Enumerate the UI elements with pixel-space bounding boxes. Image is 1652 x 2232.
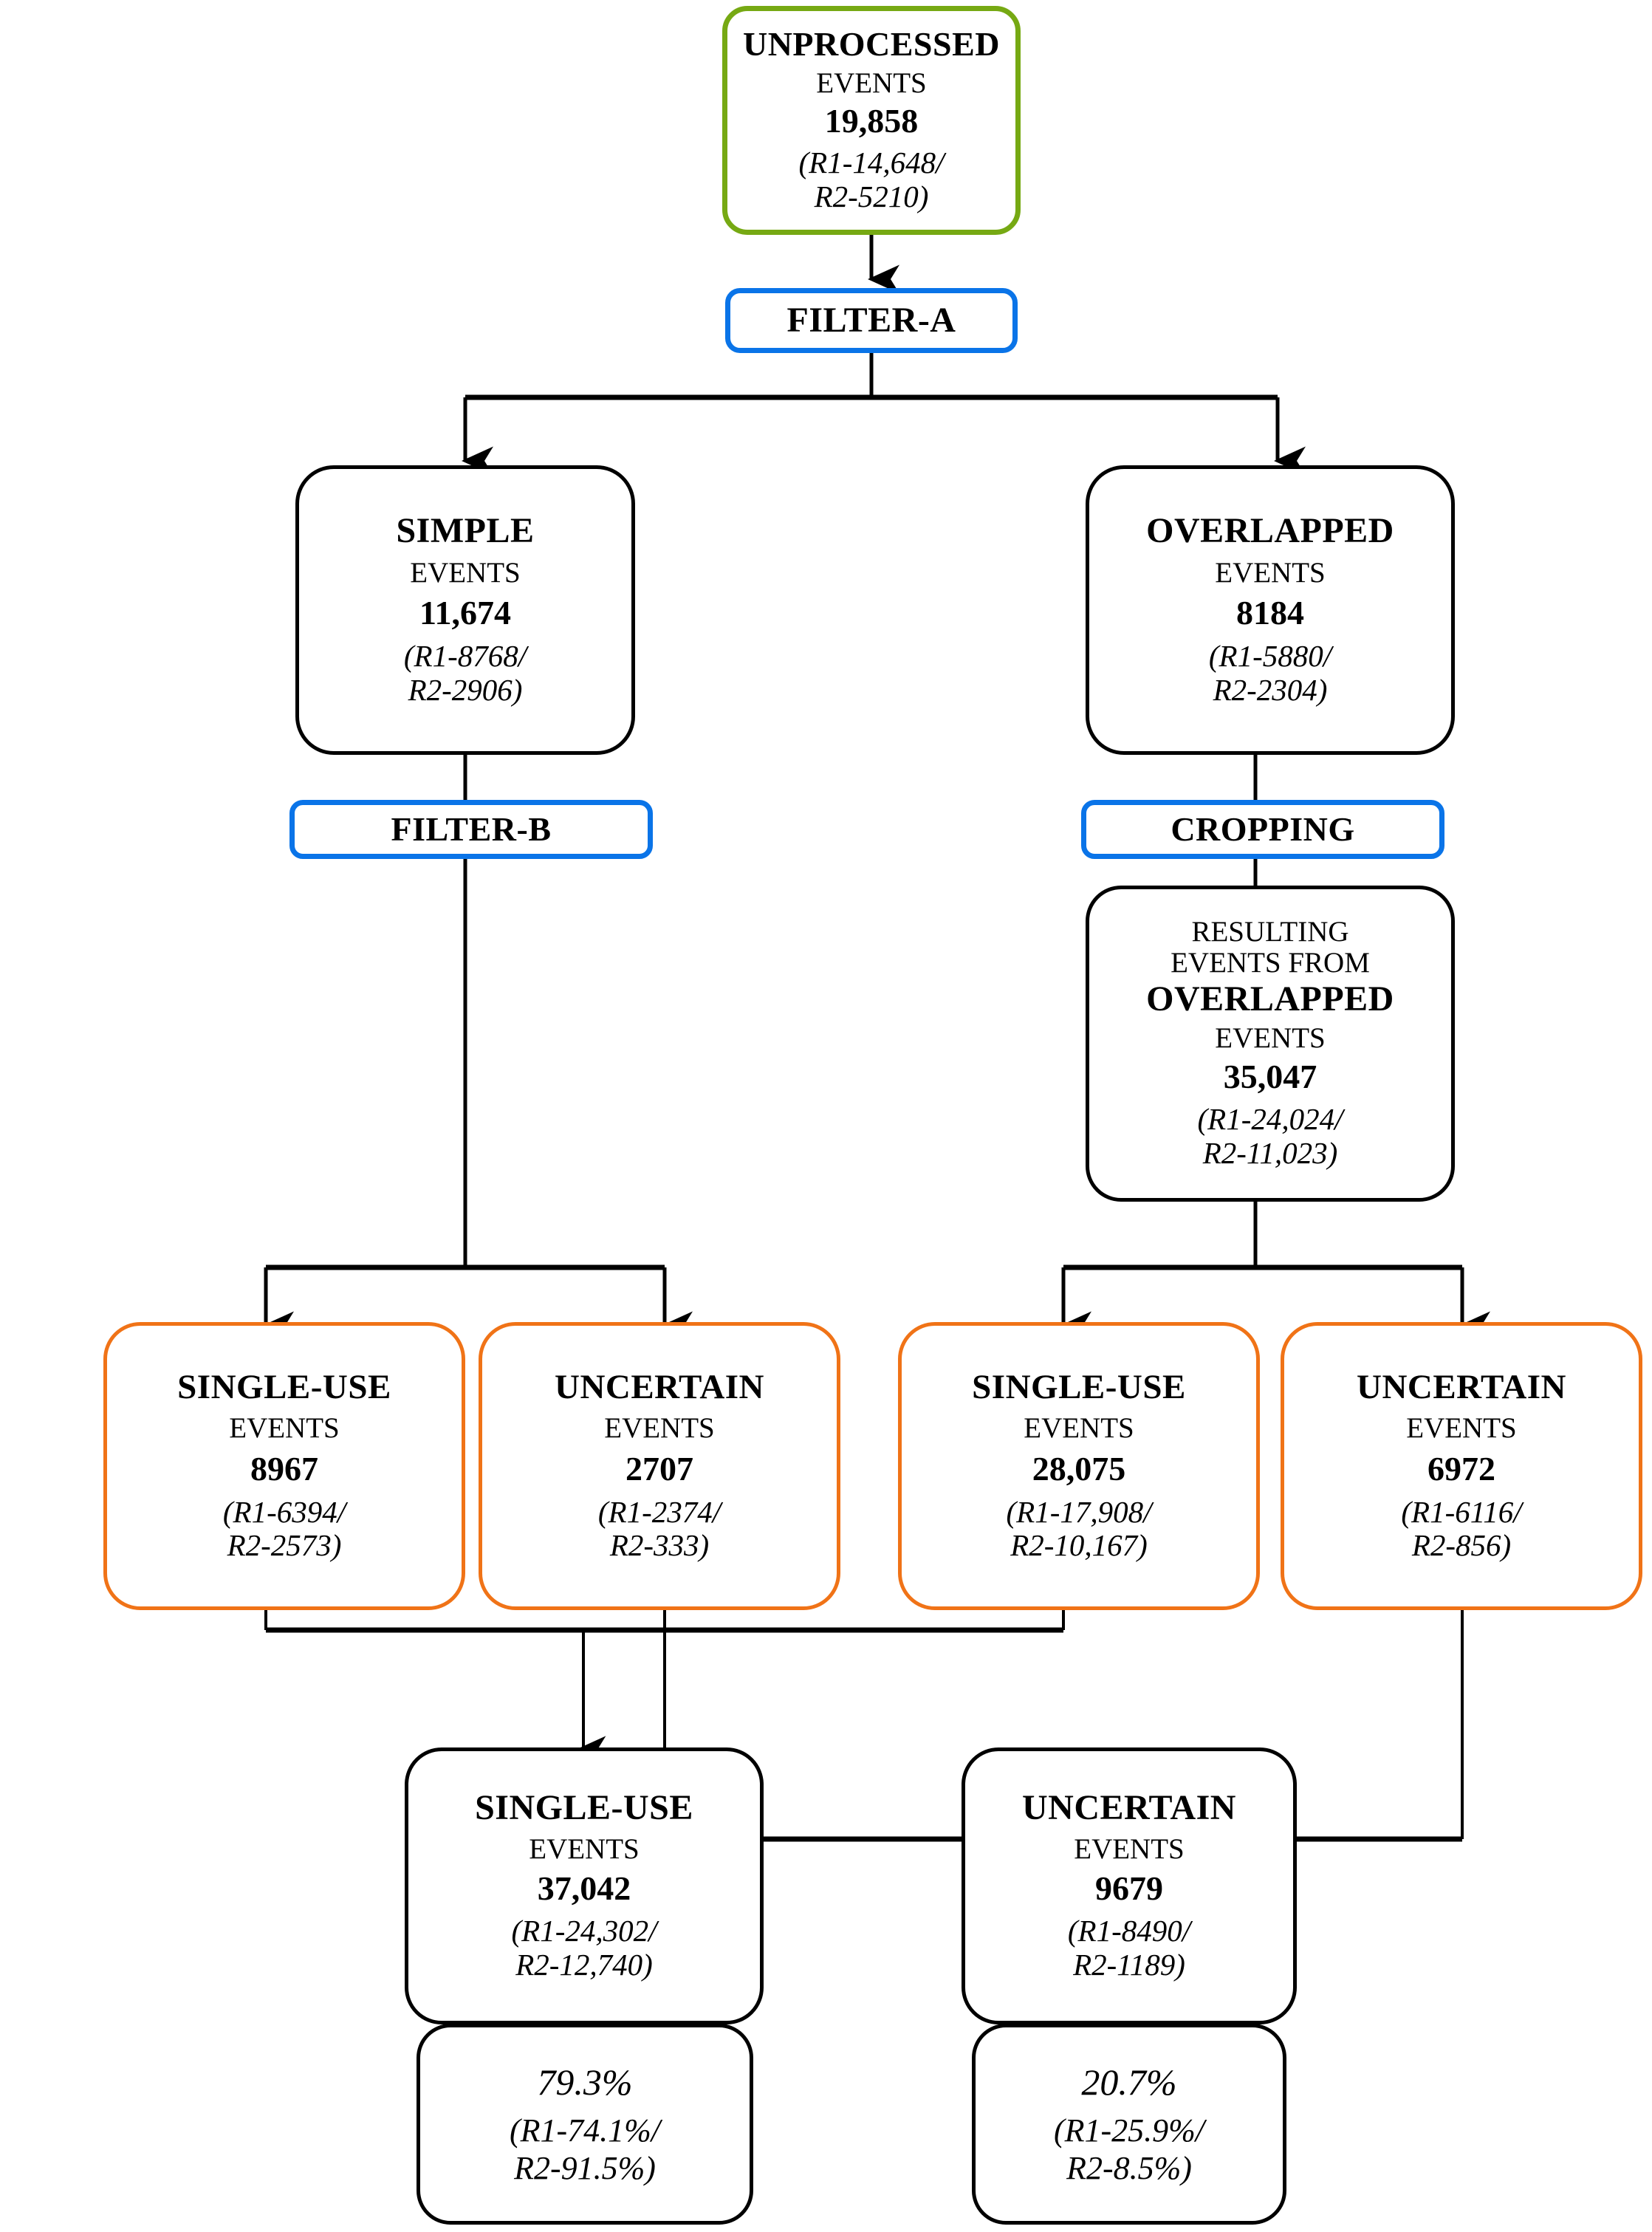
filter-b-label: FILTER-B — [391, 810, 552, 848]
total-single-use-breakdown-r2: R2-12,740) — [515, 1947, 653, 1982]
overlapped-title: OVERLAPPED — [1146, 511, 1394, 551]
unprocessed-count: 19,858 — [824, 102, 919, 140]
simple-uncertain-breakdown-r2: R2-333) — [609, 1528, 710, 1563]
pct-single-use-breakdown-r2: R2-91.5%) — [514, 2149, 656, 2186]
total-single-use-count: 37,042 — [537, 1869, 631, 1908]
resulting-line-2: EVENTS FROM — [1171, 946, 1370, 979]
cropped-uncertain-count: 6972 — [1427, 1449, 1495, 1488]
simple-uncertain-count: 2707 — [626, 1449, 693, 1488]
overlapped-subtitle: EVENTS — [1215, 556, 1326, 589]
overlapped-breakdown-r1: (R1-5880/ — [1208, 639, 1332, 674]
pct-single-use-breakdown-r1: (R1-74.1%/ — [509, 2112, 661, 2149]
pct-uncertain-value: 20.7% — [1081, 2061, 1177, 2103]
total-single-use-subtitle: EVENTS — [529, 1832, 640, 1865]
node-resulting-overlapped[interactable]: RESULTING EVENTS FROM OVERLAPPED EVENTS … — [1086, 886, 1455, 1202]
cropped-single-use-count: 28,075 — [1032, 1449, 1126, 1488]
pct-uncertain-breakdown-r2: R2-8.5%) — [1066, 2149, 1192, 2186]
simple-single-use-subtitle: EVENTS — [229, 1412, 340, 1445]
node-total-single-use[interactable]: SINGLE-USE EVENTS 37,042 (R1-24,302/ R2-… — [405, 1747, 764, 2024]
cropped-uncertain-breakdown-r1: (R1-6116/ — [1401, 1494, 1522, 1529]
total-uncertain-subtitle: EVENTS — [1074, 1832, 1185, 1865]
resulting-line-1: RESULTING — [1191, 916, 1349, 948]
node-simple[interactable]: SIMPLE EVENTS 11,674 (R1-8768/ R2-2906) — [295, 465, 635, 755]
cropped-single-use-title: SINGLE-USE — [972, 1367, 1186, 1406]
node-simple-single-use[interactable]: SINGLE-USE EVENTS 8967 (R1-6394/ R2-2573… — [103, 1322, 465, 1610]
total-uncertain-breakdown-r1: (R1-8490/ — [1067, 1914, 1191, 1948]
total-uncertain-breakdown-r2: R2-1189) — [1073, 1947, 1185, 1982]
simple-uncertain-subtitle: EVENTS — [604, 1412, 715, 1445]
simple-title: SIMPLE — [396, 511, 535, 551]
cropped-uncertain-title: UNCERTAIN — [1357, 1367, 1566, 1406]
process-filter-a[interactable]: FILTER-A — [725, 288, 1018, 353]
simple-breakdown-r1: (R1-8768/ — [403, 639, 527, 674]
cropped-single-use-breakdown-r2: R2-10,167) — [1010, 1528, 1148, 1563]
node-overlapped[interactable]: OVERLAPPED EVENTS 8184 (R1-5880/ R2-2304… — [1086, 465, 1455, 755]
pct-single-use-value: 79.3% — [537, 2061, 633, 2103]
cropped-uncertain-subtitle: EVENTS — [1406, 1412, 1517, 1445]
resulting-breakdown-r2: R2-11,023) — [1202, 1135, 1338, 1170]
node-cropped-uncertain[interactable]: UNCERTAIN EVENTS 6972 (R1-6116/ R2-856) — [1281, 1322, 1642, 1610]
cropped-single-use-breakdown-r1: (R1-17,908/ — [1006, 1494, 1152, 1529]
simple-subtitle: EVENTS — [410, 556, 521, 589]
cropped-single-use-subtitle: EVENTS — [1024, 1412, 1134, 1445]
resulting-title: OVERLAPPED — [1146, 979, 1394, 1019]
node-cropped-single-use[interactable]: SINGLE-USE EVENTS 28,075 (R1-17,908/ R2-… — [898, 1322, 1260, 1610]
filter-a-label: FILTER-A — [786, 301, 956, 340]
process-cropping[interactable]: CROPPING — [1081, 800, 1444, 859]
simple-uncertain-breakdown-r1: (R1-2374/ — [597, 1494, 722, 1529]
simple-uncertain-title: UNCERTAIN — [555, 1367, 764, 1406]
node-total-uncertain[interactable]: UNCERTAIN EVENTS 9679 (R1-8490/ R2-1189) — [962, 1747, 1297, 2024]
total-uncertain-count: 9679 — [1095, 1869, 1163, 1908]
simple-single-use-title: SINGLE-USE — [177, 1367, 391, 1406]
total-uncertain-title: UNCERTAIN — [1022, 1788, 1236, 1828]
cropping-label: CROPPING — [1171, 810, 1355, 848]
resulting-breakdown-r1: (R1-24,024/ — [1197, 1101, 1343, 1136]
node-pct-uncertain[interactable]: 20.7% (R1-25.9%/ R2-8.5%) — [972, 2024, 1286, 2225]
process-filter-b[interactable]: FILTER-B — [289, 800, 653, 859]
node-unprocessed[interactable]: UNPROCESSED EVENTS 19,858 (R1-14,648/ R2… — [722, 6, 1021, 235]
simple-single-use-breakdown-r1: (R1-6394/ — [222, 1494, 346, 1529]
unprocessed-title: UNPROCESSED — [742, 25, 1000, 64]
simple-single-use-count: 8967 — [250, 1449, 318, 1488]
overlapped-breakdown-r2: R2-2304) — [1213, 672, 1328, 707]
node-pct-single-use[interactable]: 79.3% (R1-74.1%/ R2-91.5%) — [417, 2024, 753, 2225]
pct-uncertain-breakdown-r1: (R1-25.9%/ — [1053, 2112, 1205, 2149]
unprocessed-breakdown-r2: R2-5210) — [814, 179, 929, 213]
simple-count: 11,674 — [419, 594, 511, 632]
unprocessed-breakdown-r1: (R1-14,648/ — [798, 146, 945, 179]
resulting-count: 35,047 — [1223, 1058, 1317, 1096]
total-single-use-breakdown-r1: (R1-24,302/ — [511, 1914, 657, 1948]
unprocessed-subtitle: EVENTS — [816, 66, 927, 99]
resulting-subtitle: EVENTS — [1215, 1021, 1326, 1054]
overlapped-count: 8184 — [1236, 594, 1304, 632]
cropped-uncertain-breakdown-r2: R2-856) — [1411, 1528, 1512, 1563]
simple-single-use-breakdown-r2: R2-2573) — [227, 1528, 342, 1563]
total-single-use-title: SINGLE-USE — [475, 1788, 693, 1828]
node-simple-uncertain[interactable]: UNCERTAIN EVENTS 2707 (R1-2374/ R2-333) — [479, 1322, 840, 1610]
simple-breakdown-r2: R2-2906) — [408, 672, 523, 707]
